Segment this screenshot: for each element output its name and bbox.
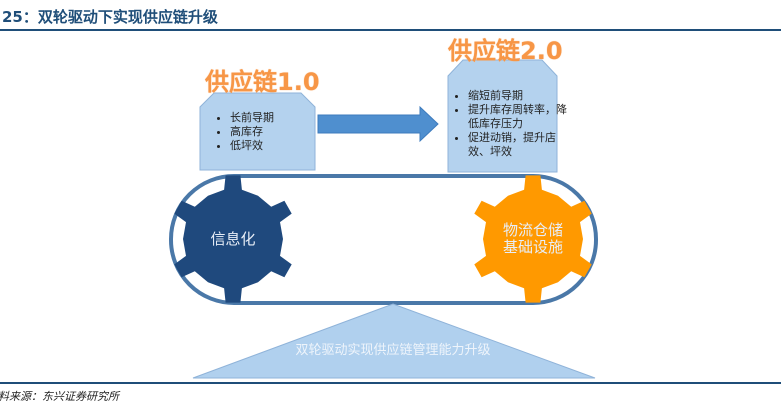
stage1-title: 供应链1.0	[205, 68, 320, 96]
gear-left-icon	[174, 175, 292, 303]
source-note: 料来源：东兴证券研究所	[0, 390, 119, 403]
stage2-box	[447, 59, 558, 173]
stage1-item: 高库存	[230, 125, 325, 139]
title-divider	[0, 29, 781, 31]
upgrade-arrow	[317, 105, 439, 143]
stage2-item: 提升库存周转率，降低库存压力	[468, 103, 568, 131]
gear-right-label-line2: 基础设施	[502, 238, 563, 256]
base-label: 双轮驱动实现供应链管理能力升级	[295, 343, 491, 358]
stage1-list: 长前导期 高库存 低坪效	[216, 111, 325, 153]
gear-right-label: 物流仓储 基础设施	[493, 222, 573, 256]
figure-title: 25：双轮驱动下实现供应链升级	[2, 8, 218, 26]
base-triangle	[192, 303, 596, 379]
stage2-list: 缩短前导期 提升库存周转率，降低库存压力 促进动销，提升店效、坪效	[454, 89, 568, 159]
stage1-box	[199, 92, 316, 171]
stage1-item: 低坪效	[230, 139, 325, 153]
gear-right-label-line1: 物流仓储	[502, 221, 563, 239]
stage1-item: 长前导期	[230, 111, 325, 125]
stage2-item: 促进动销，提升店效、坪效	[468, 131, 568, 159]
gear-right-icon	[474, 175, 592, 303]
footer-divider	[0, 382, 781, 384]
stage2-title: 供应链2.0	[448, 37, 563, 65]
stage2-item: 缩短前导期	[468, 89, 568, 103]
gear-left-label: 信息化	[210, 230, 256, 248]
